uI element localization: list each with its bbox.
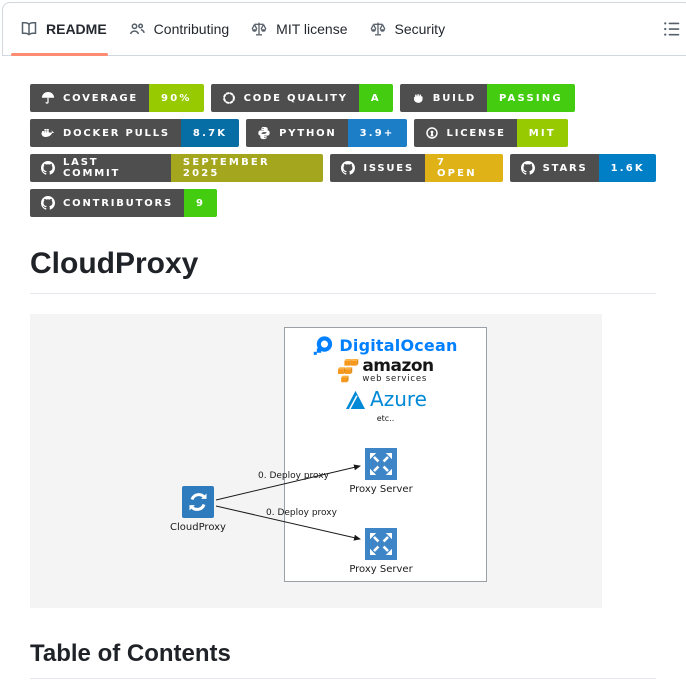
badge-value: 9 bbox=[184, 189, 218, 217]
proxy-server-icon bbox=[365, 528, 397, 560]
github-icon bbox=[520, 161, 535, 175]
badge-value: 7 OPEN bbox=[424, 154, 503, 182]
tab-label: Contributing bbox=[153, 21, 230, 37]
deploy-arrow-label: 0. Deploy proxy bbox=[258, 471, 329, 481]
badge-code-quality[interactable]: CODE QUALITY A bbox=[210, 84, 393, 112]
osi-icon bbox=[425, 127, 438, 139]
badge-value: PASSING bbox=[486, 84, 575, 112]
tab-security[interactable]: Security bbox=[359, 3, 457, 55]
badge-value: 8.7K bbox=[180, 119, 240, 147]
deploy-arrow-label: 0. Deploy proxy bbox=[266, 508, 337, 518]
digitalocean-icon bbox=[314, 336, 333, 355]
github-icon bbox=[41, 161, 55, 175]
tab-contributing[interactable]: Contributing bbox=[118, 3, 241, 55]
architecture-diagram: DigitalOcean amazon web services Azure bbox=[30, 314, 602, 608]
provider-logos: DigitalOcean amazon web services Azure bbox=[284, 335, 487, 423]
badge-docker-pulls[interactable]: DOCKER PULLS 8.7K bbox=[30, 119, 240, 147]
readme-content: COVERAGE 90% CODE QUALITY A BUILD PASSIN… bbox=[0, 56, 686, 679]
github-icon bbox=[41, 196, 55, 210]
tab-readme[interactable]: README bbox=[10, 3, 118, 56]
proxy-server-node-2 bbox=[365, 528, 397, 560]
badge-coverage[interactable]: COVERAGE 90% bbox=[30, 84, 204, 112]
law-icon bbox=[370, 22, 385, 36]
badge-build[interactable]: BUILD PASSING bbox=[399, 84, 575, 112]
badge-issues[interactable]: ISSUES 7 OPEN bbox=[330, 154, 503, 182]
proxy-server-label: Proxy Server bbox=[349, 564, 413, 575]
badge-value: 1.6K bbox=[598, 154, 657, 182]
tab-label: MIT license bbox=[276, 21, 348, 37]
badge-value: 90% bbox=[149, 84, 204, 112]
proxy-server-label: Proxy Server bbox=[349, 484, 413, 495]
badge-group: COVERAGE 90% CODE QUALITY A BUILD PASSIN… bbox=[30, 84, 657, 217]
tab-label: Security bbox=[394, 21, 446, 37]
badge-value: SEPTEMBER 2025 bbox=[170, 154, 324, 182]
azure-icon bbox=[345, 390, 366, 409]
python-icon bbox=[258, 126, 270, 140]
github-icon bbox=[341, 161, 356, 175]
readme-tab-bar: README Contributing MIT license Security bbox=[2, 2, 686, 56]
umbrella-icon bbox=[41, 92, 55, 104]
badge-last-commit[interactable]: LAST COMMIT SEPTEMBER 2025 bbox=[30, 154, 324, 182]
badge-value: MIT bbox=[516, 119, 568, 147]
etc-label: etc.. bbox=[376, 414, 395, 423]
aws-wordmark: amazon bbox=[362, 356, 434, 377]
cloudproxy-node bbox=[182, 486, 214, 518]
cloudproxy-node-label: CloudProxy bbox=[170, 522, 226, 533]
badge-stars[interactable]: STARS 1.6K bbox=[509, 154, 657, 182]
tab-label: README bbox=[46, 21, 107, 37]
badge-contributors[interactable]: CONTRIBUTORS 9 bbox=[30, 189, 218, 217]
deploy-arrows bbox=[215, 464, 361, 541]
badge-value: 3.9+ bbox=[347, 119, 407, 147]
proxy-server-node-1 bbox=[365, 448, 397, 480]
proxy-server-icon bbox=[365, 448, 397, 480]
outline-list-icon[interactable] bbox=[663, 20, 681, 38]
digitalocean-logo: DigitalOcean bbox=[313, 335, 457, 356]
cloudproxy-sync-icon bbox=[182, 486, 214, 518]
dotted-circle-icon bbox=[222, 92, 235, 104]
tab-mit-license[interactable]: MIT license bbox=[240, 3, 358, 55]
fist-icon bbox=[413, 94, 423, 103]
book-icon bbox=[21, 22, 37, 36]
badge-license[interactable]: LICENSE MIT bbox=[413, 119, 568, 147]
badge-python[interactable]: PYTHON 3.9+ bbox=[246, 119, 407, 147]
law-icon bbox=[251, 22, 267, 36]
page-title: CloudProxy bbox=[30, 247, 656, 294]
azure-logo: Azure bbox=[344, 387, 427, 411]
people-icon bbox=[129, 23, 145, 35]
aws-cubes-icon bbox=[338, 359, 359, 383]
badge-value: A bbox=[358, 84, 393, 112]
aws-logo: amazon web services bbox=[337, 356, 434, 385]
toc-heading: Table of Contents bbox=[30, 640, 656, 679]
docker-icon bbox=[41, 128, 55, 137]
aws-sub-label: web services bbox=[362, 374, 428, 385]
